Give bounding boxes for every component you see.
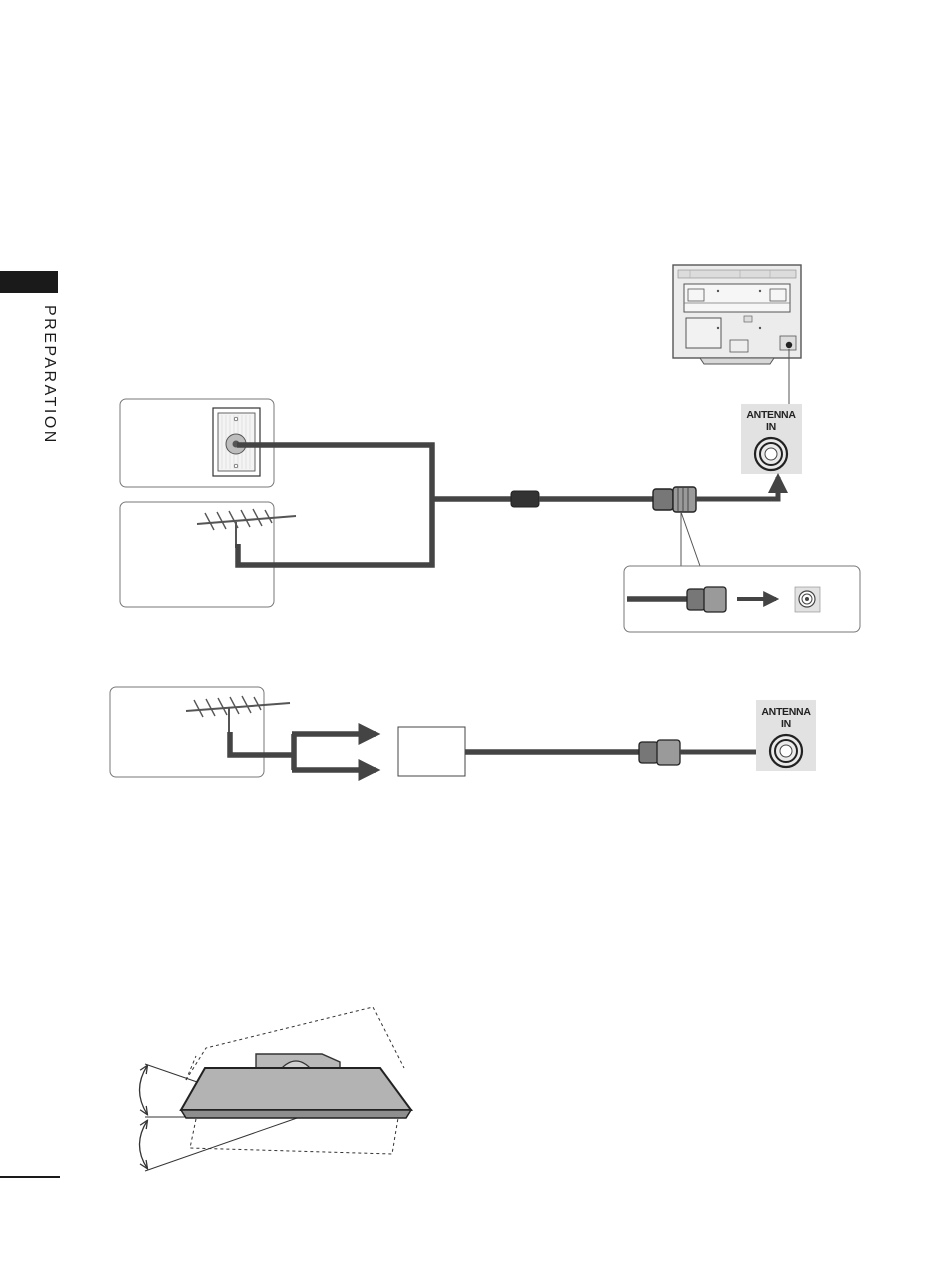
connection-detail-inset xyxy=(624,566,860,632)
coaxial-cable-bottom xyxy=(465,740,768,765)
swivel-stand-illustration xyxy=(140,1007,412,1171)
cable-to-port-arrow xyxy=(696,477,778,499)
antenna-in-port-bottom: ANTENNA IN xyxy=(756,700,816,771)
tv-rear-view xyxy=(673,265,801,364)
signal-amplifier-box xyxy=(398,727,465,776)
inset-callout-right xyxy=(681,512,700,566)
antenna-in-label-line1: ANTENNA xyxy=(746,409,796,421)
antenna-in-label-bottom-line2: IN xyxy=(781,718,791,730)
outdoor-antenna-bottom xyxy=(110,687,290,777)
antenna-in-port-top: ANTENNA IN xyxy=(741,404,802,474)
coaxial-cable-top xyxy=(237,445,654,565)
antenna-in-label-bottom-line1: ANTENNA xyxy=(761,706,811,718)
coaxial-plug-top xyxy=(653,487,696,512)
antenna-in-label-line2: IN xyxy=(766,421,776,433)
outdoor-antenna-top xyxy=(120,502,296,607)
